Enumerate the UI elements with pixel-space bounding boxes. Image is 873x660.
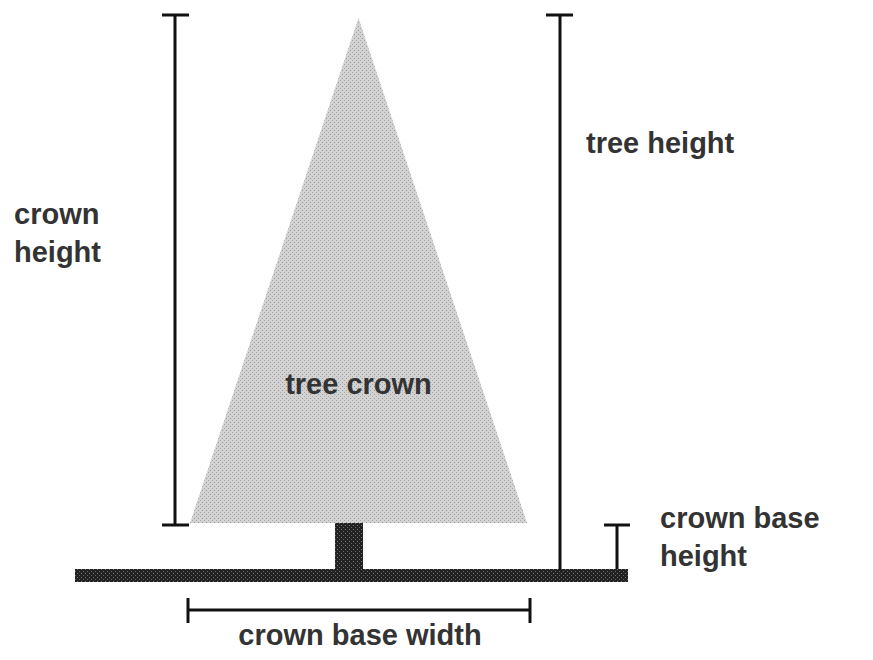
crown-height-bracket [162,15,189,525]
ground-bar [75,569,628,582]
crown-base-height-label: crown base height [660,500,860,575]
crown-shape [190,18,527,523]
crown-label: tree crown [190,368,527,401]
crown-height-label: crown height [14,196,149,271]
tree-trunk [335,523,363,570]
tree-height-bracket [546,15,573,570]
tree-height-label: tree height [586,125,786,163]
tree-crown-triangle: tree crown [190,18,527,523]
crown-base-width-label: crown base width [150,617,570,655]
crown-base-height-bracket [604,525,630,569]
